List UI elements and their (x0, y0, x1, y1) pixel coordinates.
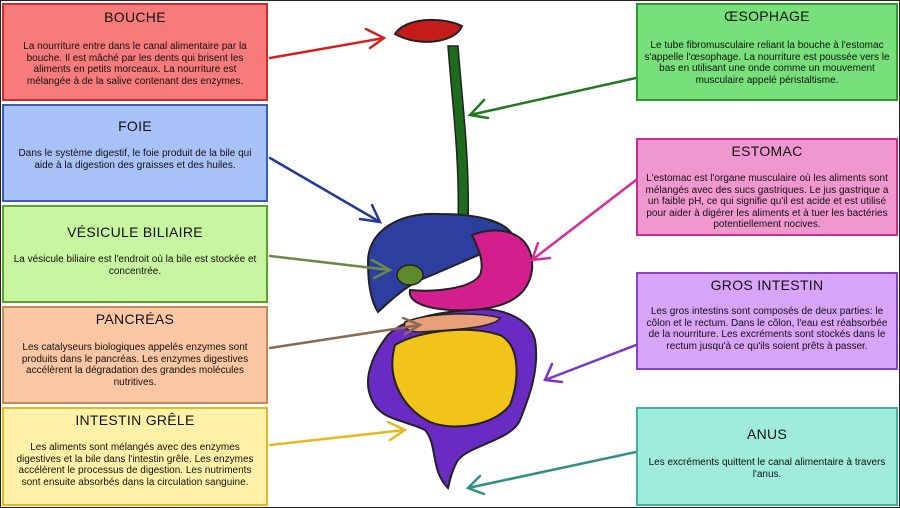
small-intestine (391, 328, 518, 428)
label-pancreas-title: PANCRÉAS (95, 311, 175, 327)
esophagus (447, 45, 470, 226)
label-anus-title: ANUS (746, 426, 788, 442)
label-bouche: BOUCHE La nourriture entre dans le canal… (2, 3, 268, 101)
label-pancreas-text: Les catalyseurs biologiques appelés enzy… (21, 342, 249, 388)
arrow-oesophage (467, 76, 638, 120)
label-pancreas: PANCRÉAS Les catalyseurs biologiques app… (2, 306, 268, 404)
label-vesicule: VÉSICULE BILIAIRE La vésicule biliaire e… (2, 205, 268, 303)
label-bouche-title: BOUCHE (104, 9, 166, 25)
label-oesophage-text: Le tube fibromusculaire reliant la bouch… (644, 40, 890, 86)
gall-bladder (396, 264, 424, 286)
label-vesicule-text: La vésicule biliaire est l'endroit où la… (13, 254, 257, 277)
stomach (408, 229, 534, 312)
label-gros-intestin-title: GROS INTESTIN (710, 277, 824, 293)
label-oesophage-title: ŒSOPHAGE (724, 8, 810, 24)
label-gros-intestin: GROS INTESTIN Les gros intestins sont co… (636, 272, 898, 370)
label-anus: ANUS Les excréments quittent le canal al… (636, 407, 898, 506)
arrow-intestin-grele (268, 420, 408, 447)
arrow-gros-intestin (543, 343, 638, 384)
label-vesicule-title: VÉSICULE BILIAIRE (67, 224, 203, 240)
label-estomac-text: L'estomac est l'organe musculaire où les… (645, 173, 889, 230)
label-intestin-grele: INTESTIN GRÊLE Les aliments sont mélangé… (2, 407, 268, 506)
label-foie-title: FOIE (118, 118, 152, 134)
label-estomac: ESTOMAC L'estomac est l'organe musculair… (636, 138, 898, 236)
label-bouche-text: La nourriture entre dans le canal alimen… (23, 41, 247, 87)
label-intestin-grele-title: INTESTIN GRÊLE (75, 412, 195, 428)
arrow-anus (465, 450, 638, 496)
label-gros-intestin-text: Les gros intestins sont composés de deux… (646, 306, 888, 352)
label-intestin-grele-text: Les aliments sont mélangés avec des enzy… (16, 442, 254, 488)
arrow-estomac (530, 178, 638, 262)
arrow-bouche (268, 27, 387, 60)
label-foie: FOIE Dans le système digestif, le foie p… (2, 104, 268, 202)
arrow-pancreas (268, 316, 423, 350)
arrow-foie (268, 156, 383, 224)
label-oesophage: ŒSOPHAGE Le tube fibromusculaire reliant… (636, 3, 898, 101)
label-foie-text: Dans le système digestif, le foie produi… (18, 148, 252, 171)
label-anus-text: Les excréments quittent le canal aliment… (648, 457, 886, 480)
arrow-vesicule (268, 254, 393, 280)
mouth (393, 18, 464, 43)
label-estomac-title: ESTOMAC (731, 143, 803, 159)
